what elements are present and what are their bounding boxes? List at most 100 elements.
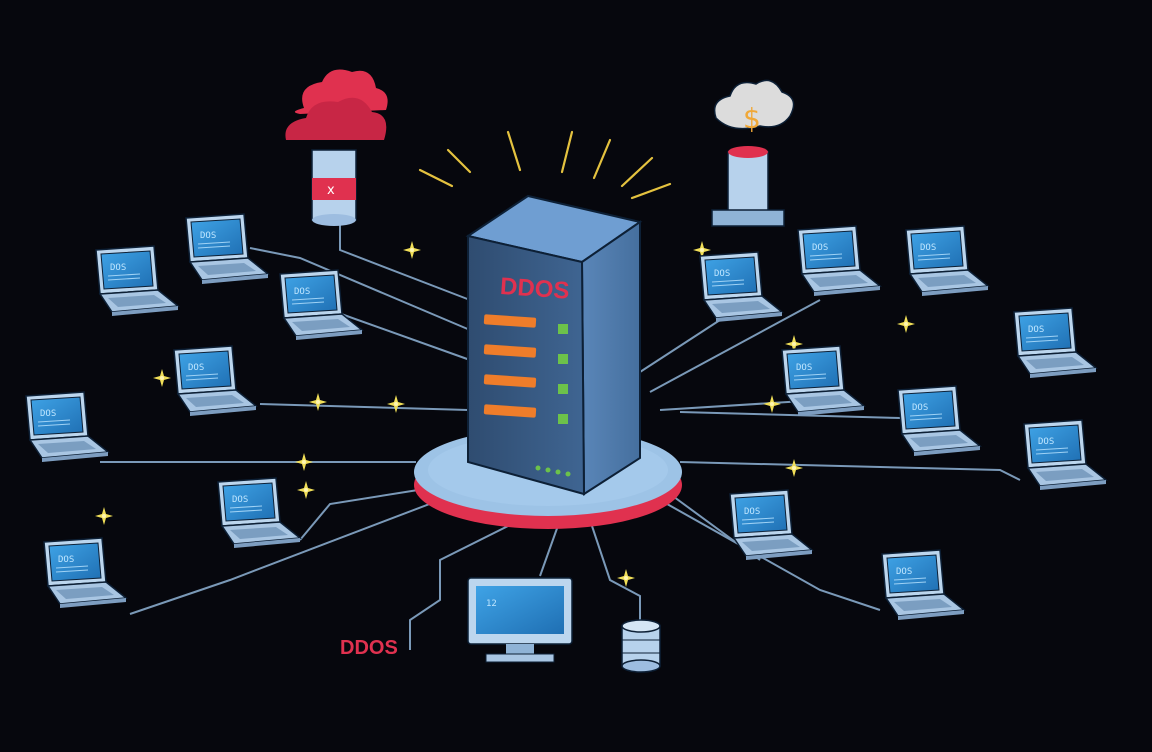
screen-line — [741, 521, 775, 525]
spark-icon — [297, 481, 315, 499]
laptop-icon — [173, 345, 257, 417]
laptop-screen-text: DOS — [896, 567, 912, 577]
spark-icon — [153, 369, 171, 387]
screen-line — [711, 279, 745, 283]
attack-mark: x — [327, 183, 335, 198]
laptop-node: DOS — [905, 225, 989, 297]
laptop-node: DOS — [217, 477, 301, 549]
finance-mark: $ — [743, 102, 761, 135]
laptop-node: DOS — [897, 385, 981, 457]
impact-rays — [418, 130, 672, 200]
server-drive-bays — [483, 314, 571, 477]
screen-line — [893, 577, 927, 581]
screen-line — [185, 377, 219, 381]
database-icon — [621, 619, 661, 673]
laptop-group: DOS DOS DOS DOS DOS DOS DOS DOS DOS DOS DOS DOS DOS D… — [25, 213, 1107, 621]
laptop-node: DOS — [95, 245, 179, 317]
screen-line — [1025, 339, 1059, 343]
spark-icon — [295, 453, 313, 471]
screen-line — [229, 509, 263, 513]
screen-line — [55, 569, 89, 573]
laptop-screen-text: DOS — [812, 243, 828, 253]
laptop-screen-text: DOS — [188, 363, 204, 373]
wire-11 — [649, 299, 821, 393]
laptop-icon — [881, 549, 965, 621]
laptop-screen-text: DOS — [1038, 437, 1054, 447]
screen-line — [37, 423, 71, 427]
laptop-node: DOS — [279, 269, 363, 341]
screen-line — [291, 301, 325, 305]
wire-3 — [259, 403, 469, 411]
laptop-screen-text: DOS — [744, 507, 760, 517]
screen-line — [809, 257, 843, 261]
desktop-monitor: 12 — [467, 577, 573, 663]
screen-line — [711, 283, 745, 287]
laptop-icon — [699, 251, 783, 323]
laptop-icon — [897, 385, 981, 457]
laptop-icon — [905, 225, 989, 297]
screen-line — [793, 377, 827, 381]
laptop-node: DOS — [173, 345, 257, 417]
spark-icon — [763, 395, 781, 413]
laptop-icon — [279, 269, 363, 341]
spark-icon — [785, 459, 803, 477]
wire-14 — [679, 461, 1021, 481]
screen-line — [809, 253, 843, 257]
laptop-icon — [43, 537, 127, 609]
screen-line — [291, 297, 325, 301]
screen-line — [1035, 447, 1069, 451]
screen-line — [793, 373, 827, 377]
screen-line — [197, 245, 231, 249]
laptop-node: DOS — [25, 391, 109, 463]
laptop-screen-text: DOS — [714, 269, 730, 279]
laptop-node: DOS — [797, 225, 881, 297]
screen-line — [917, 253, 951, 257]
laptop-screen-text: DOS — [294, 287, 310, 297]
screen-line — [107, 277, 141, 281]
laptop-screen-text: DOS — [200, 231, 216, 241]
monitor-text: 12 — [486, 599, 497, 609]
server-tower: DDOS — [465, 194, 643, 496]
laptop-icon — [729, 489, 813, 561]
laptop-node: DOS — [43, 537, 127, 609]
laptop-screen-text: DOS — [40, 409, 56, 419]
laptop-node: DOS — [699, 251, 783, 323]
laptop-icon — [781, 345, 865, 417]
laptop-node: DOS — [881, 549, 965, 621]
laptop-screen-text: DOS — [1028, 325, 1044, 335]
wire-6 — [129, 499, 441, 615]
screen-line — [893, 581, 927, 585]
laptop-node: DOS — [729, 489, 813, 561]
laptop-node: DOS — [185, 213, 269, 285]
screen-line — [1025, 335, 1059, 339]
laptop-screen-text: DOS — [110, 263, 126, 273]
wire-1 — [249, 247, 471, 331]
wire-5 — [299, 489, 419, 541]
laptop-node: DOS — [1013, 307, 1097, 379]
ddos-caption: DDOS — [340, 637, 398, 659]
laptop-screen-text: DOS — [796, 363, 812, 373]
dollar-cloud-icon — [713, 79, 795, 130]
wire-7 — [409, 519, 521, 650]
screen-line — [55, 565, 89, 569]
laptop-screen-text: DOS — [232, 495, 248, 505]
wire-16 — [659, 499, 881, 611]
server-label: DDOS — [499, 273, 570, 305]
laptop-icon — [25, 391, 109, 463]
screen-line — [917, 257, 951, 261]
laptop-icon — [797, 225, 881, 297]
laptop-icon — [95, 245, 179, 317]
screen-line — [197, 241, 231, 245]
screen-line — [909, 417, 943, 421]
finance-database-node: $ — [711, 79, 795, 227]
laptop-node: DOS — [781, 345, 865, 417]
screen-line — [185, 373, 219, 377]
screen-line — [909, 413, 943, 417]
wire-13 — [679, 411, 931, 441]
screen-line — [229, 505, 263, 509]
spark-icon — [95, 507, 113, 525]
laptop-icon — [217, 477, 301, 549]
attack-cloud-node: x — [285, 69, 388, 226]
laptop-screen-text: DOS — [58, 555, 74, 565]
